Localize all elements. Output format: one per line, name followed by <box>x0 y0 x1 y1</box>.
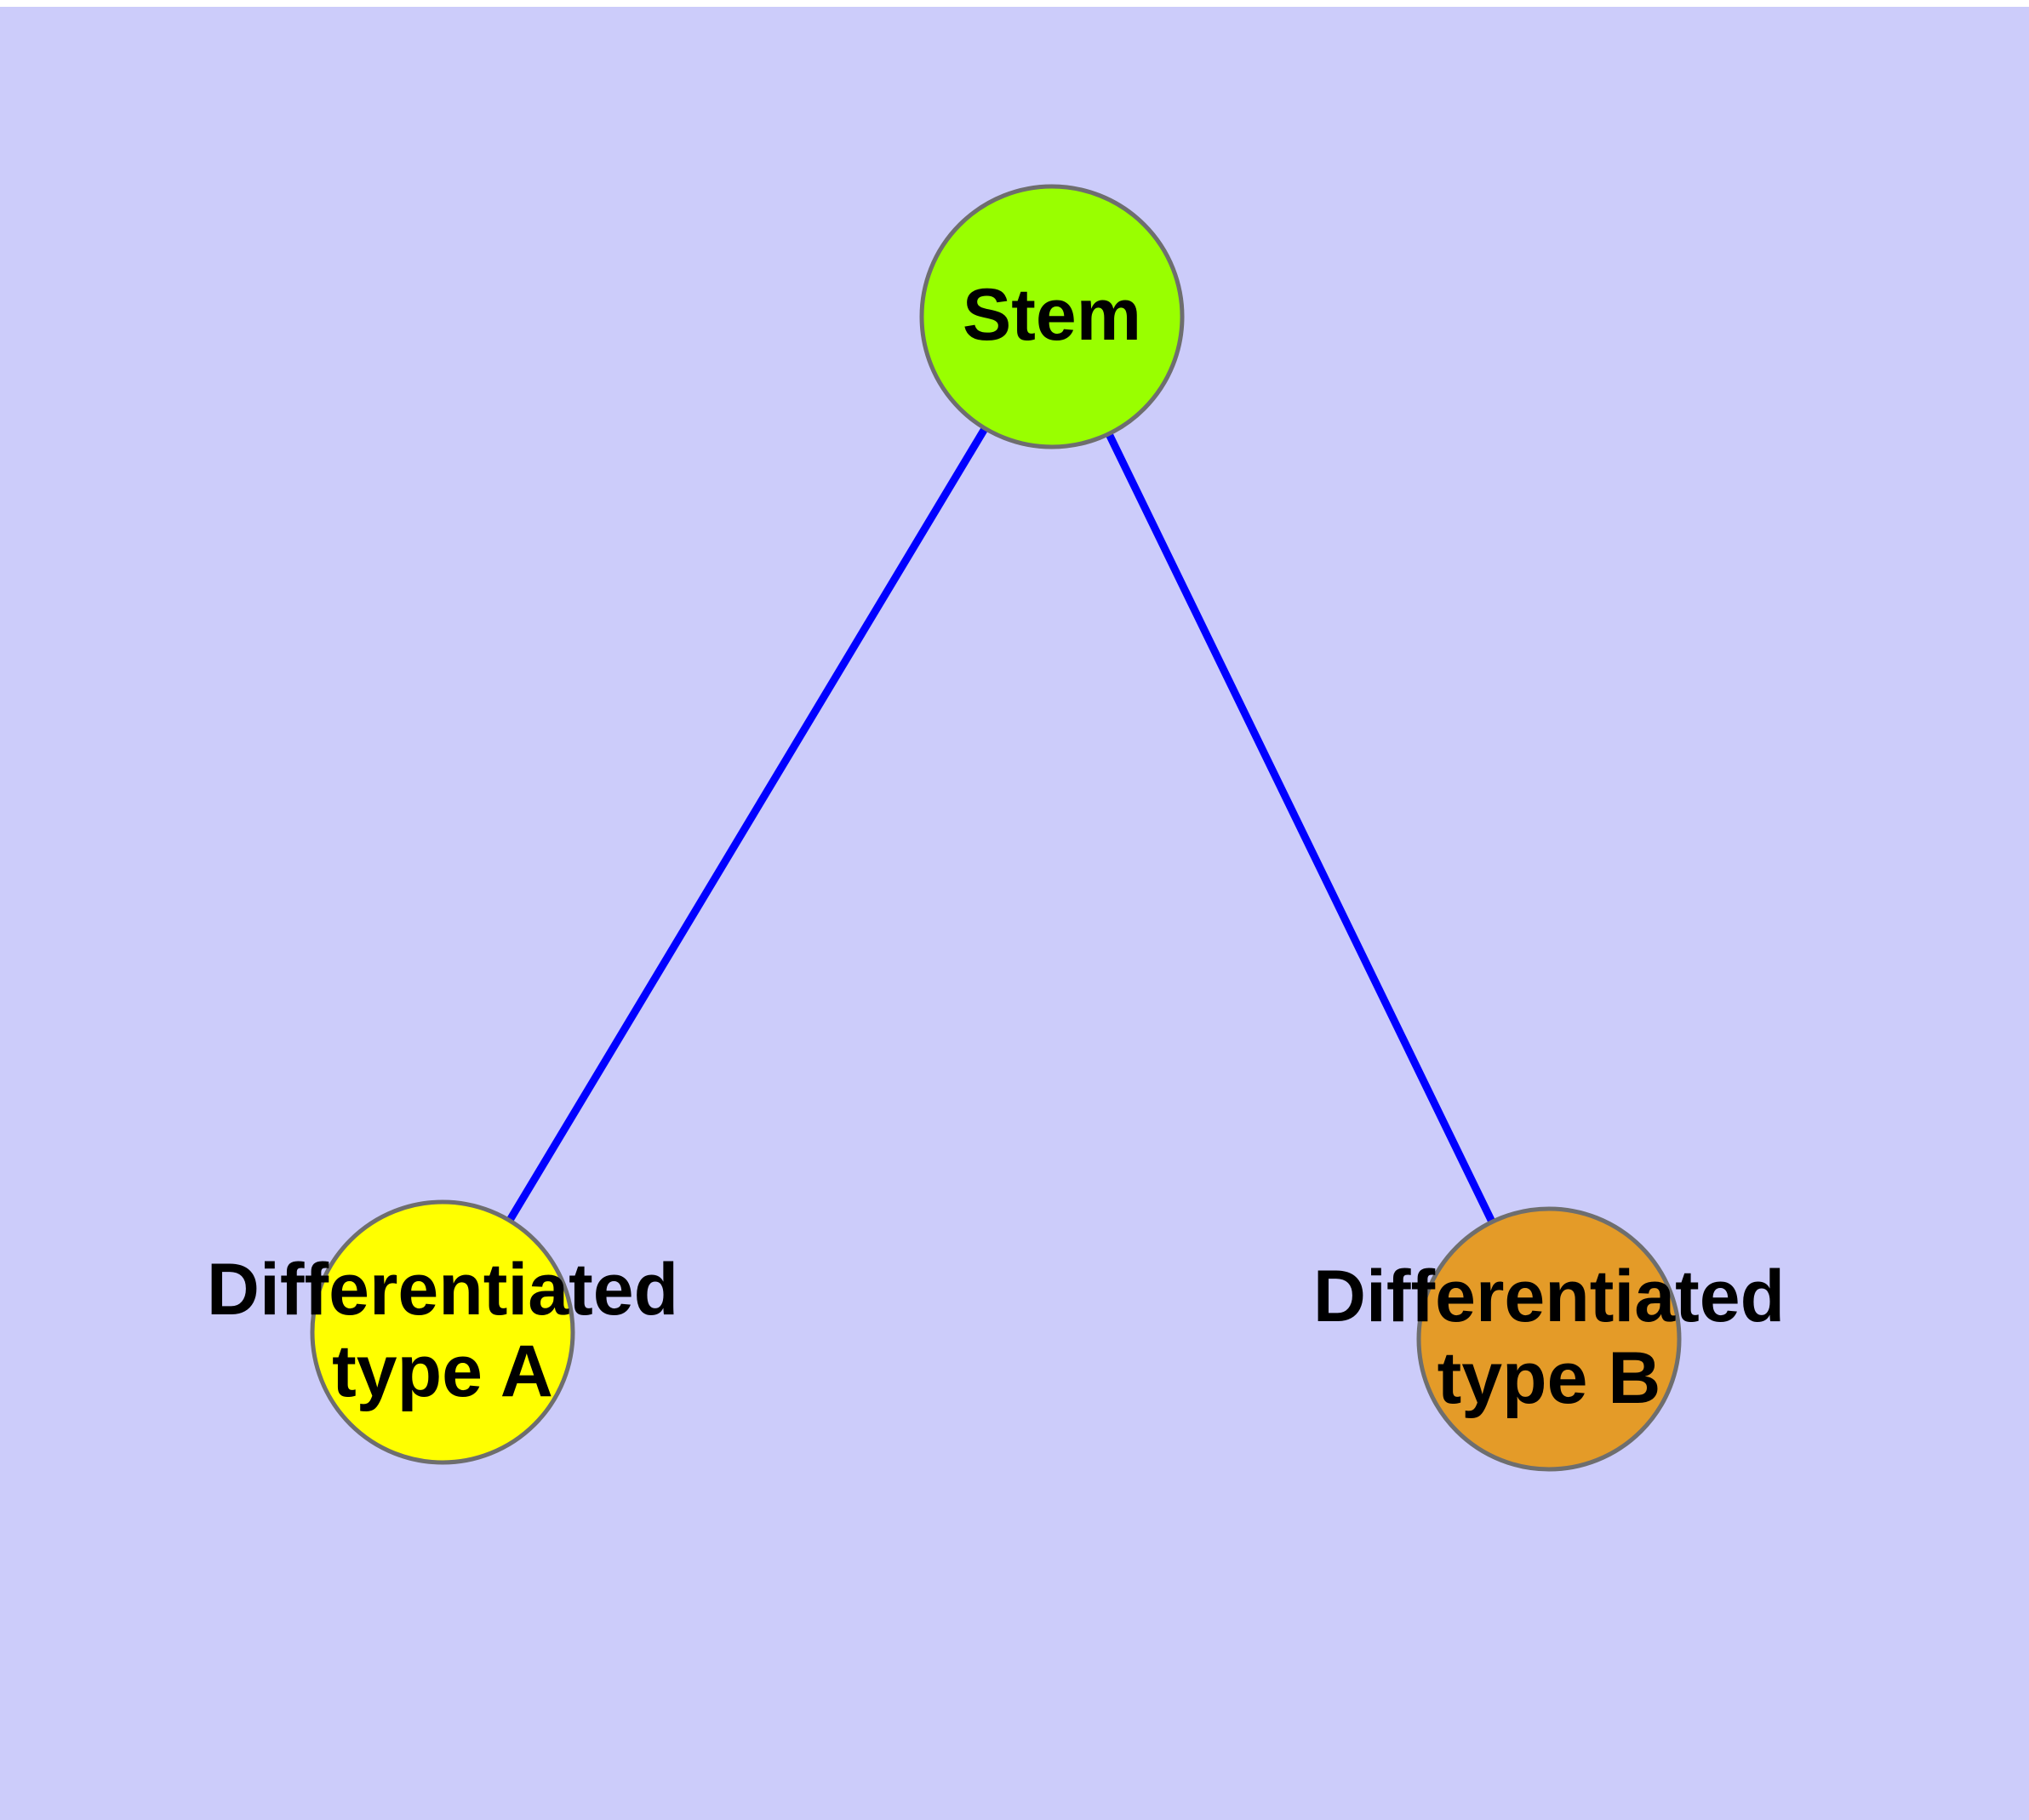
graph-edge-stem-to-diff_b <box>1106 433 1495 1222</box>
graph-edge-stem-to-diff_a <box>506 427 988 1222</box>
graph-node-label-line: Stem <box>963 274 1141 356</box>
graph-node-label-stem: Stem <box>963 274 1141 356</box>
graph-node-label-line: Differentiated <box>1313 1256 1785 1337</box>
graph-node-diff_b[interactable] <box>1416 1206 1682 1472</box>
graph-node-stem[interactable] <box>919 184 1185 449</box>
graph-node-label-line: Differentiated <box>207 1249 678 1331</box>
graph-node-label-line: type B <box>1437 1337 1661 1419</box>
graph-node-diff_a[interactable] <box>310 1199 575 1465</box>
graph-node-label-line: type A <box>332 1331 553 1412</box>
nodes-layer <box>310 184 1682 1472</box>
edges-layer <box>506 427 1495 1222</box>
